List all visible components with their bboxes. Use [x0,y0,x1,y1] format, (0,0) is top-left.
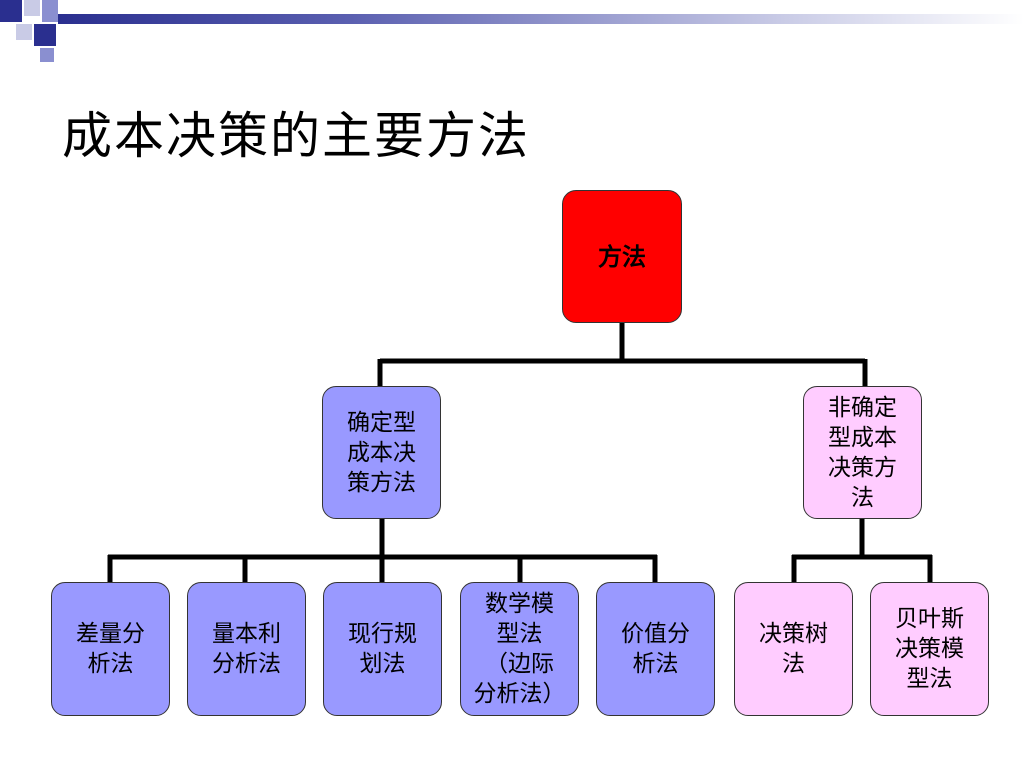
method-node: 量本利 分析法 [187,582,306,716]
slide-title: 成本决策的主要方法 [62,107,530,165]
method-node: 价值分 析法 [596,582,715,716]
decorative-square [0,0,22,22]
method-node: 决策树 法 [734,582,853,716]
root-node: 方法 [562,190,682,323]
method-node: 贝叶斯 决策模 型法 [870,582,989,716]
decorative-header-bar [58,14,1024,24]
node-label: 数学模 型法 （边际 分析法） [473,591,566,707]
deterministic-methods-node: 确定型 成本决 策方法 [322,386,441,519]
node-label: 决策树 法 [759,621,828,677]
node-label: 量本利 分析法 [212,621,281,677]
non-deterministic-methods-node: 非确定 型成本 决策方 法 [803,386,922,519]
node-label: 贝叶斯 决策模 型法 [895,606,964,692]
decorative-square [42,0,58,22]
decorative-square [16,24,32,40]
method-node: 数学模 型法 （边际 分析法） [460,582,579,716]
root-node-label: 方法 [598,242,646,271]
node-label: 确定型 成本决 策方法 [347,409,416,496]
node-label: 非确定 型成本 决策方 法 [828,394,897,511]
method-node: 差量分 析法 [51,582,170,716]
node-label: 价值分 析法 [621,621,690,677]
node-label: 差量分 析法 [76,621,145,677]
decorative-square [40,48,54,62]
node-label: 现行规 划法 [348,621,417,677]
decorative-square [34,24,56,46]
decorative-square [24,0,40,16]
method-node: 现行规 划法 [323,582,442,716]
